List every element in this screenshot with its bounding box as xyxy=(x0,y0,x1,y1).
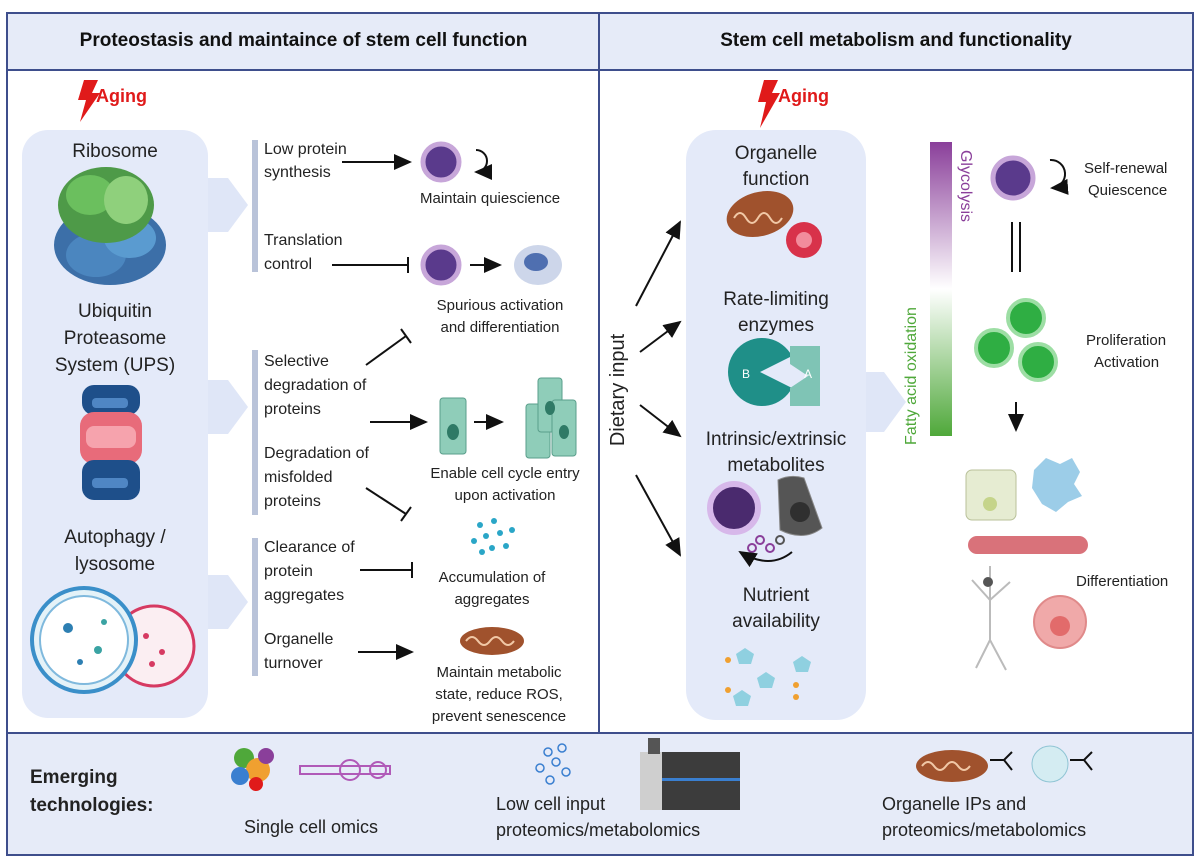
right-chevron xyxy=(866,372,906,432)
stem-cell-icons-left xyxy=(420,141,562,286)
organelle-function-1: Organelle xyxy=(734,143,818,164)
state-quiescence: Quiescence xyxy=(1088,182,1168,199)
item-clearance-1: Clearance of xyxy=(264,539,355,556)
item-misfolded-1: Degradation of xyxy=(264,445,369,462)
metabolic-gradient-bar xyxy=(930,142,952,436)
ribosome-label: Ribosome xyxy=(72,141,158,162)
item-bars xyxy=(252,140,258,676)
organelle-ip-icons xyxy=(916,745,1093,783)
enzyme-b-label: B xyxy=(742,367,751,381)
proteasome-icon xyxy=(80,385,142,500)
single-cell-icons xyxy=(231,748,391,791)
aggregate-dots-icon xyxy=(471,518,515,555)
frame xyxy=(6,12,1194,856)
item-selective-2: degradation of xyxy=(264,377,367,394)
metabolite-icons xyxy=(707,475,823,568)
rate-limiting-2: enzymes xyxy=(737,315,815,336)
state-selfrenewal: Self-renewal xyxy=(1084,160,1168,177)
outcome-metabolic-2: state, reduce ROS, xyxy=(435,686,563,703)
outcome-cycle-1: Enable cell cycle entry xyxy=(430,465,580,482)
ups-label-1: Ubiquitin xyxy=(78,301,152,322)
item-organelle-2: turnover xyxy=(264,655,323,672)
ribosome-icon xyxy=(54,167,166,285)
right-cell-icons xyxy=(965,155,1088,671)
ups-label-2: Proteasome xyxy=(63,328,167,349)
nutrient-2: availability xyxy=(732,611,820,632)
left-chevrons xyxy=(208,178,248,629)
item-misfolded-2: misfolded xyxy=(264,469,333,486)
outcome-cycle-2: upon activation xyxy=(454,487,556,504)
left-arrows xyxy=(332,154,504,660)
outcome-accum-2: aggregates xyxy=(454,591,530,608)
aging-label-right: Aging xyxy=(778,86,829,106)
tech-organelle-2: proteomics/metabolomics xyxy=(882,820,1087,840)
tech-low-input-1: Low cell input xyxy=(496,794,606,814)
emerging-title-1: Emerging xyxy=(30,767,118,788)
item-selective-3: proteins xyxy=(264,401,321,418)
enzyme-icon xyxy=(727,338,820,407)
outcome-metabolic-1: Maintain metabolic xyxy=(436,664,562,681)
enzyme-a-label: A xyxy=(804,367,813,381)
item-organelle-1: Organelle xyxy=(264,631,334,648)
aging-lightning-icon xyxy=(78,80,100,122)
intrinsic-2: metabolites xyxy=(727,455,825,476)
item-selective-1: Selective xyxy=(264,353,329,370)
outcome-accum-1: Accumulation of xyxy=(438,569,546,586)
organelle-icons xyxy=(726,190,822,258)
left-header: Proteostasis and maintaince of stem cell… xyxy=(79,30,528,51)
organelle-function-2: function xyxy=(742,169,810,190)
item-low-protein-2: synthesis xyxy=(264,164,331,181)
outcome-spurious-1: Spurious activation xyxy=(436,297,564,314)
item-translation-2: control xyxy=(264,256,313,273)
epithelial-cell-icons xyxy=(439,377,577,459)
item-clearance-2: protein xyxy=(264,563,313,580)
mass-spectrometer-icon xyxy=(640,738,740,810)
right-header: Stem cell metabolism and functionality xyxy=(720,30,1072,51)
item-translation-1: Translation xyxy=(264,232,343,249)
item-clearance-3: aggregates xyxy=(264,587,345,604)
outcome-spurious-2: and differentiation xyxy=(440,319,560,336)
tech-single-cell: Single cell omics xyxy=(244,817,379,837)
state-activation: Activation xyxy=(1094,354,1160,371)
tech-low-input-2: proteomics/metabolomics xyxy=(496,820,701,840)
nutrient-1: Nutrient xyxy=(742,585,810,606)
metabolite-dots-icon xyxy=(535,743,571,785)
emerging-title-2: technologies: xyxy=(30,795,154,816)
dietary-input-label: Dietary input xyxy=(607,333,629,447)
item-low-protein-1: Low protein xyxy=(264,141,347,158)
autophagosome-icon xyxy=(30,586,196,694)
right-panel-bg xyxy=(686,130,866,720)
outcome-metabolic-3: prevent senescence xyxy=(431,708,567,725)
nutrient-icons xyxy=(725,648,811,706)
rate-limiting-1: Rate-limiting xyxy=(723,289,829,310)
state-proliferation: Proliferation xyxy=(1086,332,1167,349)
autophagy-label-2: lysosome xyxy=(74,554,156,575)
dietary-arrows xyxy=(635,220,682,557)
glycolysis-label: Glycolysis xyxy=(957,149,974,222)
outcome-quiescence: Maintain quiescience xyxy=(420,190,561,207)
ups-label-3: System (UPS) xyxy=(54,355,176,376)
fao-label: Fatty acid oxidation xyxy=(903,307,920,445)
autophagy-label-1: Autophagy / xyxy=(64,527,166,548)
mitochondrion-icon xyxy=(460,627,524,655)
item-misfolded-3: proteins xyxy=(264,493,321,510)
state-differentiation: Differentiation xyxy=(1076,573,1169,590)
aging-label-left: Aging xyxy=(96,86,147,106)
intrinsic-1: Intrinsic/extrinsic xyxy=(705,429,847,450)
tech-organelle-1: Organelle IPs and xyxy=(882,794,1027,814)
aging-lightning-icon-right xyxy=(758,80,780,128)
